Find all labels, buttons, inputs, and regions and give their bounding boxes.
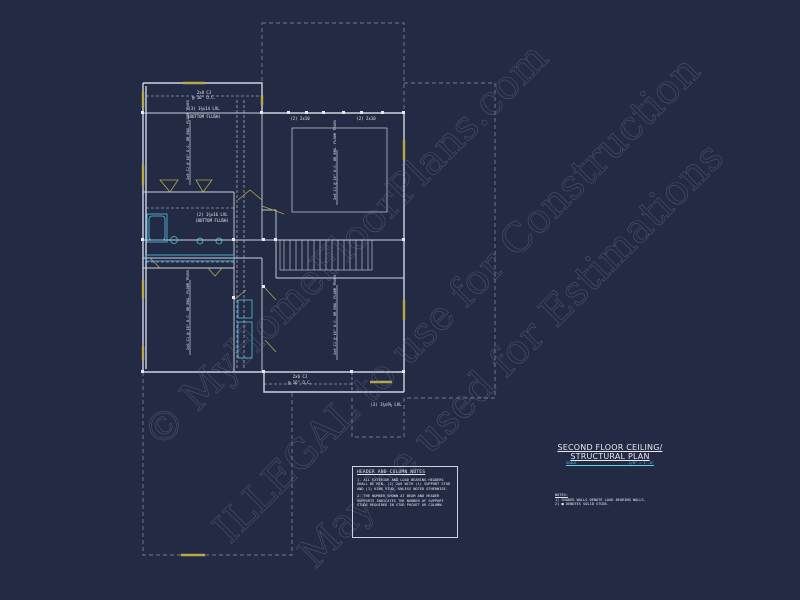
label-bottom-header-b: @ 16" O.C. bbox=[288, 380, 312, 385]
exterior-walls bbox=[142, 82, 405, 393]
label-joist-4: 2x6 CJ @ 16" O.C. OR ENG. FLOOR TRUSS bbox=[333, 275, 337, 355]
label-mid-lvl-flush: (BOTTOM FLUSH) bbox=[195, 218, 229, 223]
solid-studs bbox=[141, 111, 405, 373]
joist-arrows bbox=[189, 120, 338, 360]
plan-labels: 2x8 CJ @ 16" O.C. (3) 1¾x14 LVL (BOTTOM … bbox=[186, 90, 402, 408]
general-note-1: 1) SHADED WALLS DENOTE LOAD BEARING WALL… bbox=[555, 497, 646, 502]
header-note-1: 1. ALL EXTERIOR AND LOAD BEARING HEADERS… bbox=[357, 478, 451, 491]
scale-value: 1/8" = 1'-0" bbox=[628, 461, 654, 465]
scale-label: SCALE bbox=[566, 461, 577, 465]
interior-walls bbox=[143, 112, 404, 372]
label-top-header-a: 2x8 CJ bbox=[197, 90, 211, 95]
bath-fixtures bbox=[145, 213, 253, 359]
title-line-2: STRUCTURAL PLAN bbox=[570, 452, 650, 461]
scale-bar: SCALE 1/8" = 1'-0" bbox=[540, 461, 680, 468]
label-mid-lvl: (2) 1¾x16 LVL bbox=[196, 212, 228, 218]
label-top-lvl: (3) 1¾x14 LVL bbox=[188, 106, 220, 112]
header-column-notes: HEADER AND COLUMN NOTES 1. ALL EXTERIOR … bbox=[352, 466, 458, 538]
bearing-walls bbox=[141, 81, 406, 557]
label-top-lvl-flush: (BOTTOM FLUSH) bbox=[187, 114, 221, 119]
header-note-2: 2. THE NUMBER SHOWN AT BEAM AND HEADER S… bbox=[357, 494, 444, 508]
label-bottom-header-a: 2x6 CJ bbox=[293, 374, 307, 379]
general-notes-title: NOTES: bbox=[555, 493, 568, 497]
title-block: SECOND FLOOR CEILING/ STRUCTURAL PLAN SC… bbox=[540, 443, 680, 468]
general-note-2: 2) ■ DENOTES SOLID STUDS. bbox=[555, 502, 610, 507]
title-line-1: SECOND FLOOR CEILING/ bbox=[557, 443, 663, 452]
label-top-header-b: @ 16" O.C. bbox=[192, 95, 216, 100]
label-bottom-lvl: (3) 1¾x9¼ LVL bbox=[370, 402, 402, 408]
label-header-2x10-a: (2) 2x10 bbox=[290, 116, 310, 121]
door-swings bbox=[149, 179, 285, 353]
header-notes-title: HEADER AND COLUMN NOTES bbox=[357, 470, 426, 475]
label-header-2x10-b: (2) 2x10 bbox=[356, 116, 376, 121]
label-joist-3: 2x6 CJ @ 16" O.C. OR ENG. FLOOR TRUSS bbox=[186, 270, 190, 350]
label-joist-2: 2x8 CJ @ 16" O.C. OR ENG. FLOOR TRUSS bbox=[333, 120, 337, 200]
beam-lines bbox=[146, 95, 404, 392]
attic-opening bbox=[291, 127, 388, 213]
general-notes: NOTES: 1) SHADED WALLS DENOTE LOAD BEARI… bbox=[555, 493, 695, 507]
stair bbox=[279, 239, 373, 271]
label-joist-1: 2x8 CJ @ 16" O.C. OR ENG. FLOOR TRUSS bbox=[186, 100, 190, 180]
